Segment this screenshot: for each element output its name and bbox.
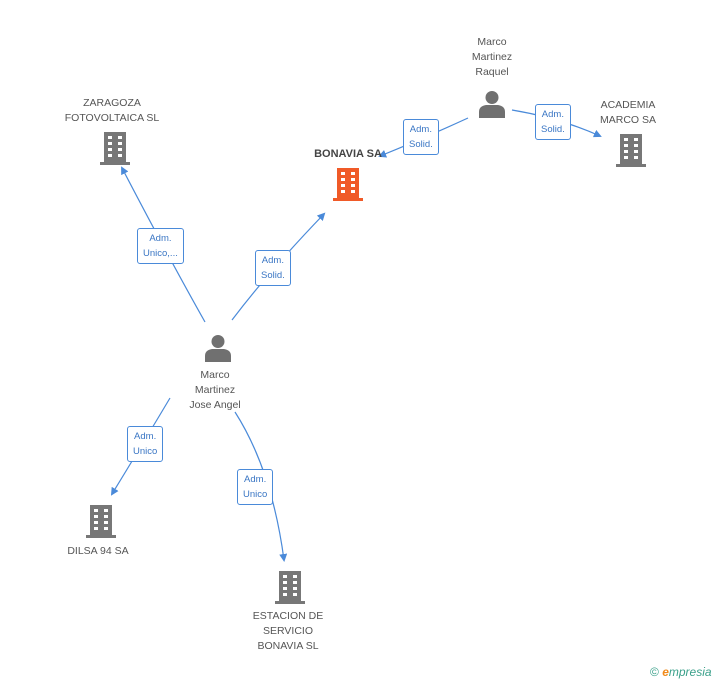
copyright-symbol: © [650,665,659,679]
building-icon [275,571,305,604]
edge-label-jose-zaragoza: Adm. Unico,... [137,228,184,264]
building-icon [616,134,646,167]
edge-label-jose-bonavia: Adm. Solid. [255,250,291,286]
edge-label-raquel-bonavia: Adm. Solid. [403,119,439,155]
edge-label-jose-estacion: Adm. Unico [237,469,274,505]
edge-label-jose-dilsa: Adm. Unico [127,426,164,462]
person-icon [479,91,505,118]
person-icon [205,335,231,362]
node-label-academia-marco[interactable]: ACADEMIA MARCO SA [599,99,656,126]
building-icon [100,132,130,165]
node-label-zaragoza-fotovoltaica[interactable]: ZARAGOZA FOTOVOLTAICA SL [64,97,160,124]
node-label-bonavia-sa[interactable]: BONAVIA SA [314,148,382,160]
brand-initial: e [662,665,669,679]
brand-name: mpresia [668,665,712,679]
node-label-marco-martinez-raquel[interactable]: Marco Martinez Raquel [471,36,513,78]
node-label-dilsa-94[interactable]: DILSA 94 SA [67,545,129,557]
node-label-marco-martinez-jose-angel[interactable]: Marco Martinez Jose Angel [189,369,241,411]
node-label-estacion-de-servicio[interactable]: ESTACION DE SERVICIO BONAVIA SL [252,610,324,652]
empresia-logo[interactable]: © empresia [650,665,712,679]
building-icon-main [333,168,363,201]
building-icon [86,505,116,538]
edge-label-raquel-academia: Adm. Solid. [535,104,571,140]
